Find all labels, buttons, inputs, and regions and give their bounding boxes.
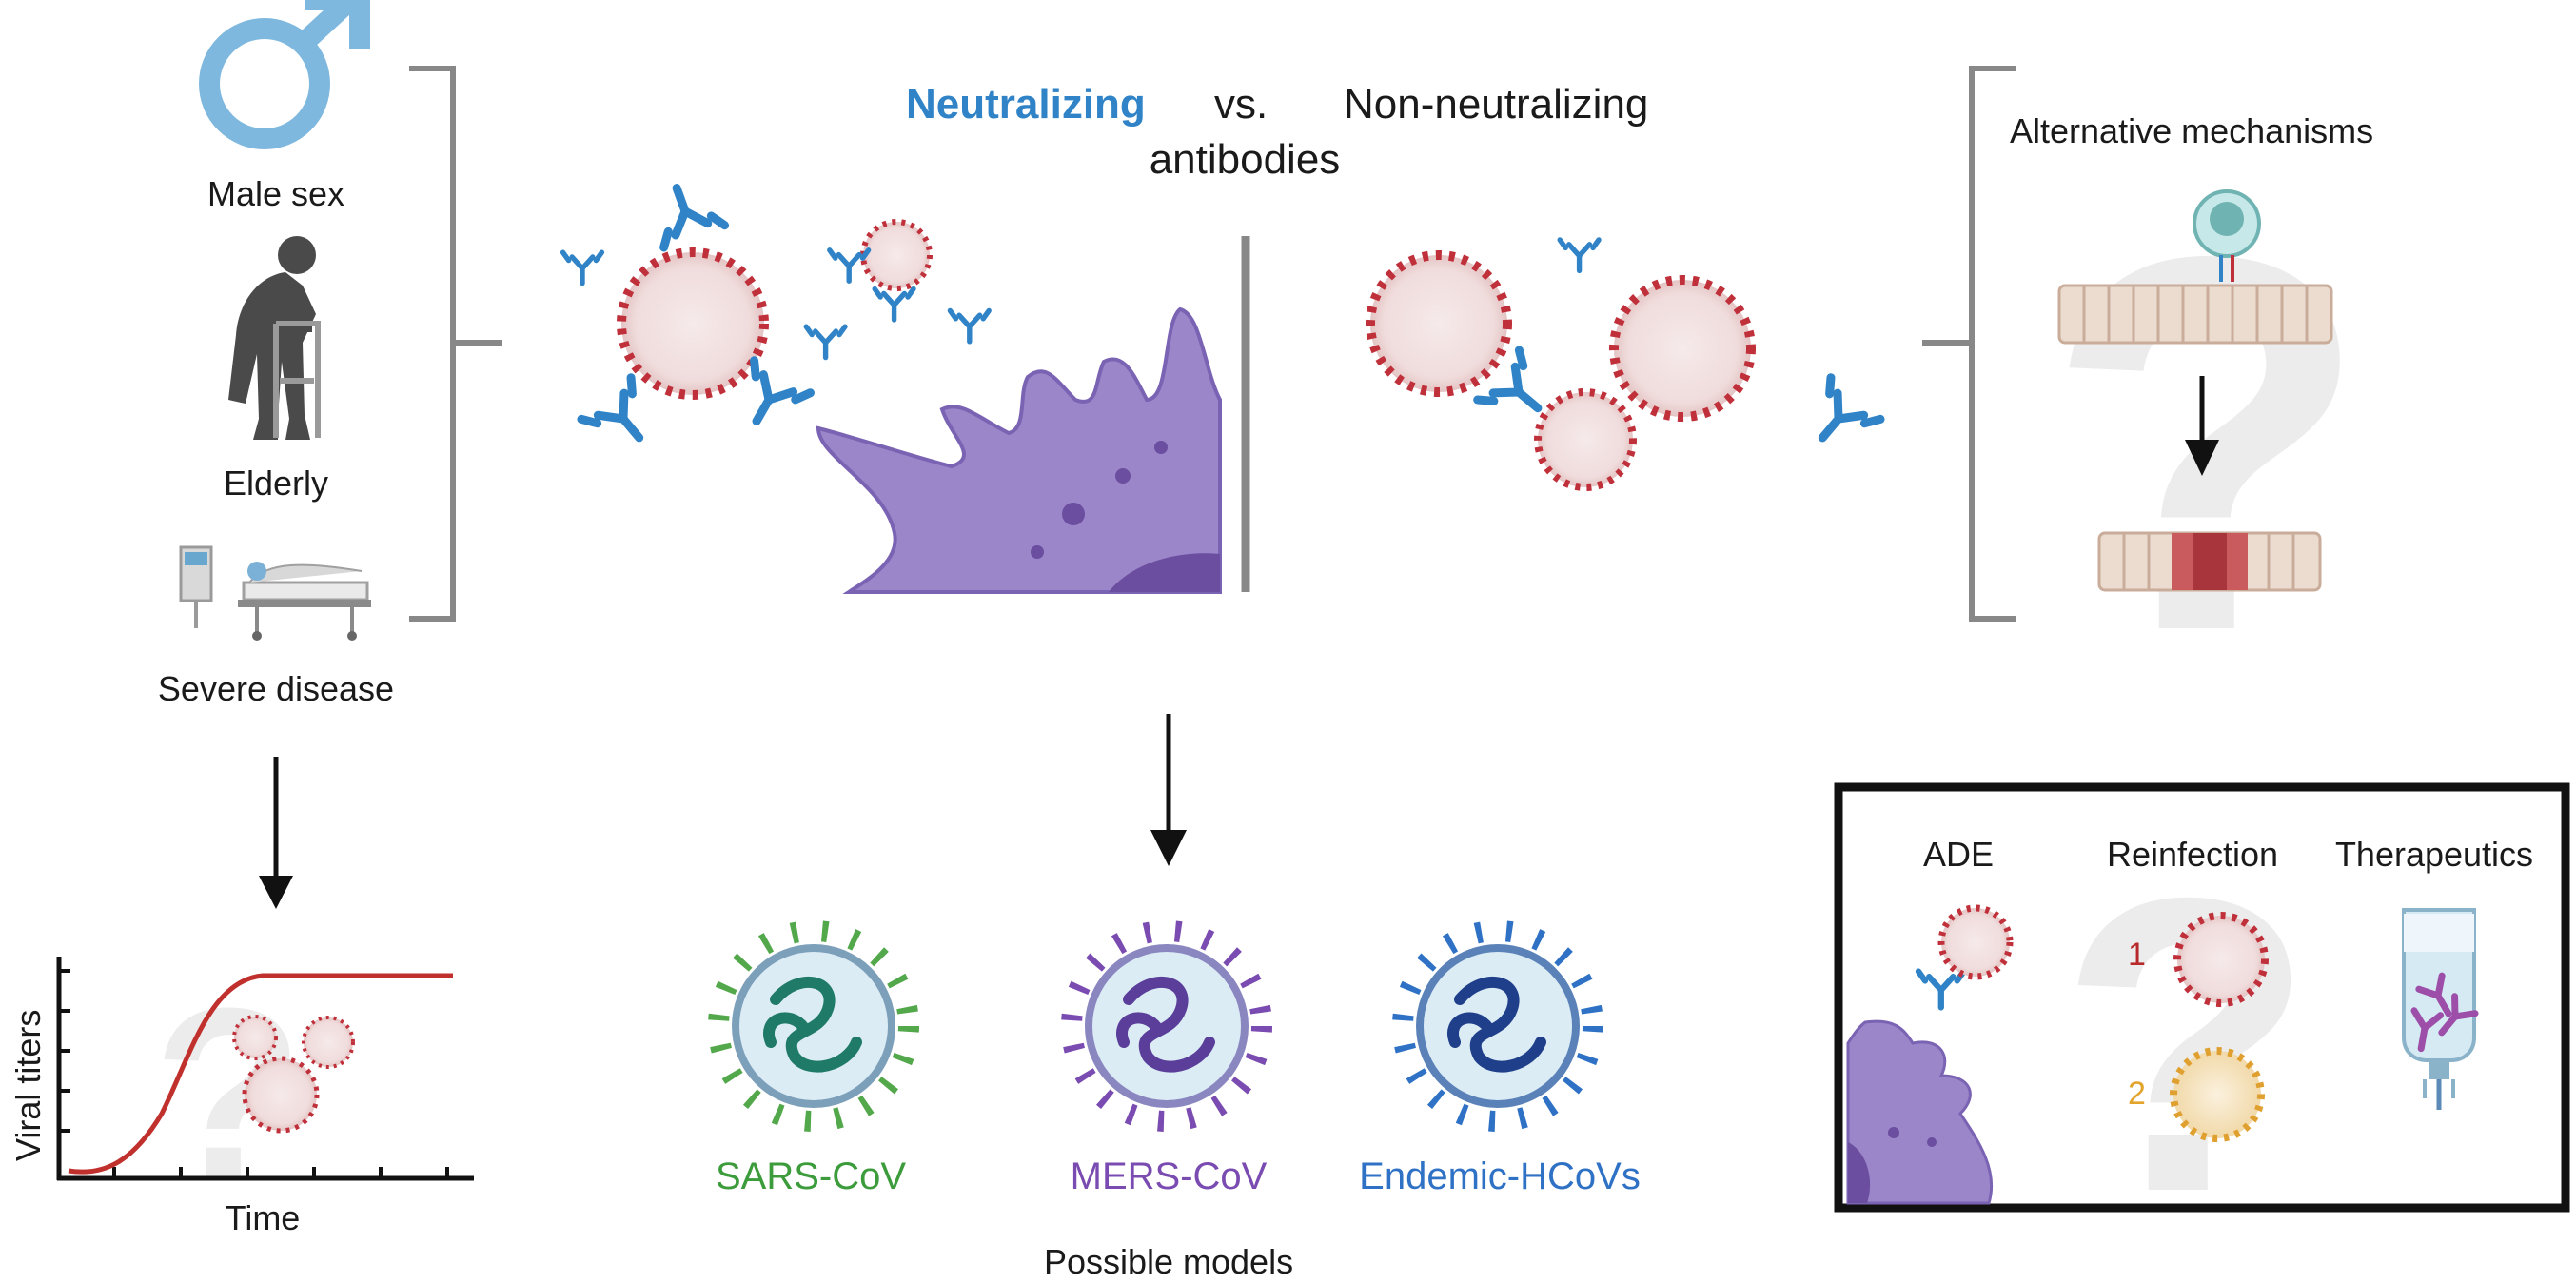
vs-label: vs. [1214, 81, 1268, 128]
endemic-hcovs-label: Endemic-HCoVs [1359, 1156, 1641, 1197]
reinfection-virion-1 [2173, 912, 2269, 1007]
ade-virion [1937, 904, 2014, 980]
small-virion [860, 219, 933, 291]
male-symbol-icon [199, 0, 370, 149]
non-neutralizing-scene [1366, 240, 1880, 491]
walker-icon [273, 321, 321, 438]
therapeutics-label: Therapeutics [2334, 835, 2534, 874]
elderly-person-icon [228, 236, 316, 440]
large-virion [617, 247, 769, 400]
hospital-bed-icon [179, 545, 371, 641]
non-neutralizing-label: Non-neutralizing [1344, 81, 1649, 128]
sars-cov-label: SARS-CoV [715, 1156, 907, 1197]
plot-virus-icons [232, 1015, 355, 1134]
mers-cov-label: MERS-CoV [1070, 1156, 1268, 1197]
reinfection-virion-2 [2170, 1047, 2265, 1142]
ade-label: ADE [1922, 835, 1995, 874]
macrophage-cell [816, 306, 1222, 594]
infection-number-2: 2 [2128, 1076, 2146, 1112]
box-question-mark: ? [2059, 812, 2315, 1279]
right-bracket [1922, 66, 2016, 622]
neutralizing-label: Neutralizing [906, 81, 1146, 128]
sars-cov-virus-icon [708, 920, 919, 1132]
epithelium-healthy [2057, 284, 2333, 345]
neutralizing-scene [563, 177, 990, 459]
ade-macrophage-icon [1846, 1019, 1994, 1205]
left-bracket [409, 66, 502, 622]
possible-models-caption: Possible models [1043, 1242, 1294, 1281]
severe-disease-label: Severe disease [157, 669, 395, 708]
virion-c [1534, 388, 1637, 491]
viral-titers-plot: ? [56, 957, 474, 1234]
virion-b [1609, 275, 1756, 422]
reinfection-label: Reinfection [2106, 835, 2279, 874]
left-down-arrow [259, 757, 293, 909]
plot-x-axis-label: Time [225, 1198, 301, 1237]
virion-a [1366, 250, 1512, 397]
plot-y-axis-label: Viral titers [9, 1009, 48, 1161]
alternative-mechanisms-label: Alternative mechanisms [2010, 111, 2374, 150]
center-down-arrow [1150, 714, 1187, 866]
right-down-arrow [2185, 376, 2219, 476]
elderly-label: Elderly [223, 464, 329, 503]
male-sex-label: Male sex [206, 174, 345, 213]
mers-cov-virus-icon [1061, 920, 1272, 1132]
infection-number-1: 1 [2128, 937, 2146, 973]
epithelium-damaged [2097, 531, 2322, 592]
endemic-hcov-virus-icon [1392, 920, 1603, 1132]
antibodies-label: antibodies [1149, 136, 1341, 183]
t-cell-icon [2193, 189, 2261, 282]
viral-titer-curve [68, 973, 453, 1175]
iv-bag-icon [2402, 908, 2475, 1110]
